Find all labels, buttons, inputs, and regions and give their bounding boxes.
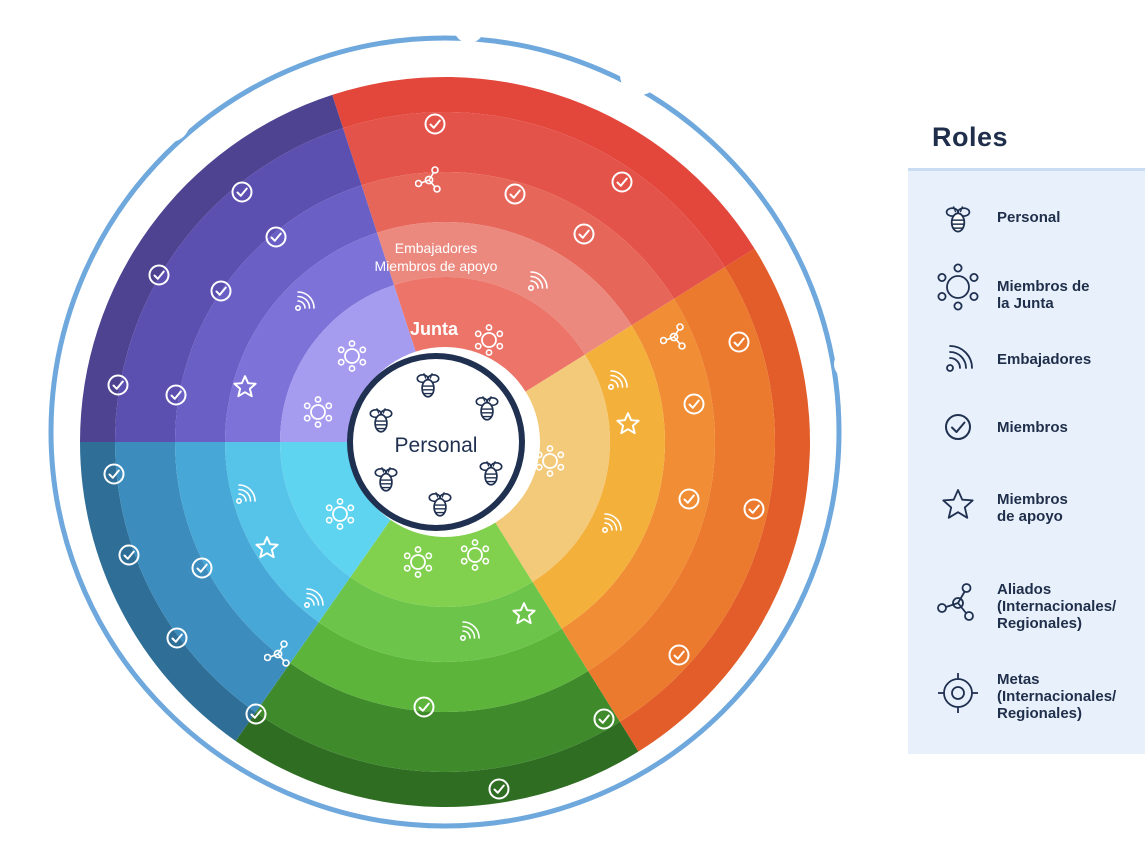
green-sector-ring-2 (290, 622, 589, 712)
purple-sector-ring-0 (80, 94, 344, 442)
goals-target-icon (938, 673, 978, 713)
red-sector-ring-1 (343, 111, 725, 299)
legend-label: Miembros (997, 419, 1068, 436)
outer-ring-icons (16, 13, 864, 843)
blue-sector-ring-0 (80, 442, 256, 741)
ring-labels: Embajadores Miembros de apoyo Junta (375, 240, 498, 339)
orange-sector-ring-0 (619, 248, 810, 752)
orange-sector-ring-3 (532, 325, 665, 629)
legend-label: Personal (997, 209, 1061, 226)
sector-rings (80, 77, 810, 807)
red-sector-ring-3 (377, 221, 632, 355)
red-sector-ring-0 (332, 77, 755, 268)
support-star-icon (942, 489, 974, 519)
green-sector-ring-3 (318, 577, 562, 662)
green-sector-ring-1 (255, 663, 620, 772)
orange-sector-ring-2 (561, 298, 715, 671)
purple-sector-ring-2 (175, 185, 378, 443)
center-hub: Personal (347, 353, 525, 531)
purple-sector-ring-1 (115, 128, 362, 442)
red-sector-ring-2 (361, 172, 674, 326)
label-embajadores: Embajadores (395, 240, 478, 256)
legend-label: Miembros de apoyo (997, 491, 1068, 525)
legend-title: Roles (932, 122, 1009, 152)
allies-network-icon (937, 583, 974, 621)
ambassadors-signal-icon (946, 345, 973, 372)
red-sector-ring-4 (394, 277, 585, 392)
green-sector-ring-0 (235, 712, 639, 807)
member-check-icon (945, 414, 971, 440)
label-junta: Junta (410, 319, 459, 339)
legend-label: Miembros de la Junta (997, 278, 1090, 312)
center-label: Personal (395, 434, 478, 457)
purple-sector-ring-4 (280, 285, 416, 442)
legend-label: Aliados (Internacionales/ Regionales) (997, 581, 1117, 632)
label-miembros-apoyo: Miembros de apoyo (375, 258, 498, 274)
purple-sector-ring-3 (225, 232, 395, 442)
board-members-icon (937, 263, 979, 311)
blue-sector-ring-3 (225, 442, 351, 623)
legend-label: Metas (Internacionales/ Regionales) (997, 671, 1117, 722)
roles-diagram: Personal Embajadores Miembros de apoyo J… (16, 13, 864, 843)
bee-icon (945, 205, 971, 233)
outer-ring (48, 35, 842, 829)
orange-sector-ring-1 (588, 267, 775, 722)
green-sector-ring-4 (350, 519, 533, 607)
legend: Personal Miembros de la Junta Embajadore… (908, 168, 1145, 754)
blue-sector-ring-2 (175, 442, 319, 664)
legend-label: Embajadores (997, 351, 1092, 368)
